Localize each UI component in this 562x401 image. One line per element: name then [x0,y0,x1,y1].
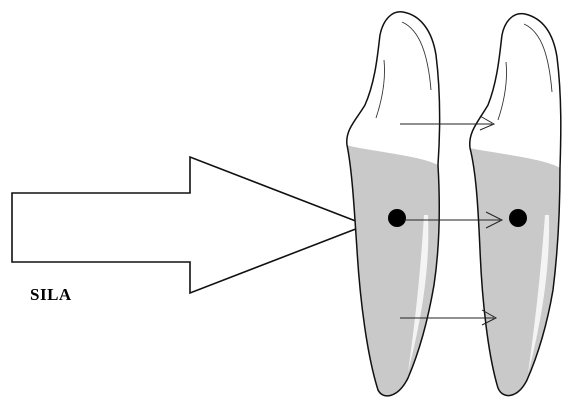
tooth-translated-crown-line-2 [498,62,507,120]
tooth-original-crown-line [402,22,431,90]
center-dot-icon-original [388,209,406,227]
force-arrow-icon [12,157,366,293]
center-dot-icon-translated [509,209,527,227]
tooth-original [347,12,440,396]
tooth-original-crown-line-2 [376,60,385,118]
tooth-translated [470,14,561,396]
tooth-translated-crown-line [524,24,552,92]
force-label: SILA [30,285,72,305]
